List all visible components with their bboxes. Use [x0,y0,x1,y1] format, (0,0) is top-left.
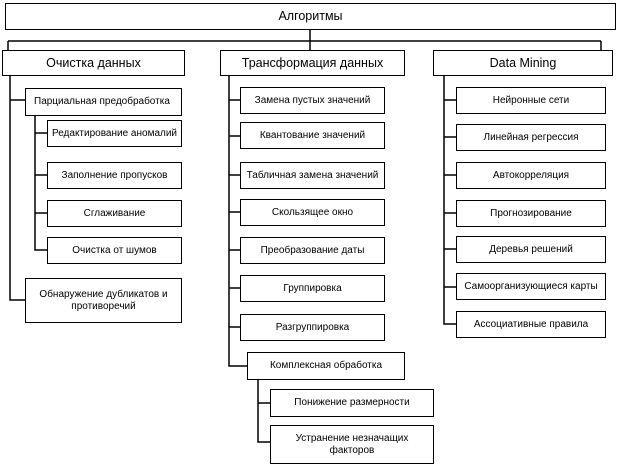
node-table-replacement: Табличная замена значений [240,162,385,189]
node-smoothing: Сглаживание [47,200,182,227]
node-neural-networks: Нейронные сети [456,87,606,114]
root-node: Алгоритмы [5,3,616,30]
category-data-mining: Data Mining [433,50,613,76]
node-ungrouping: Разгруппировка [240,314,385,341]
node-duplicates-detection: Обнаружение дубликатов и противоречий [25,278,182,323]
node-self-organizing-maps: Самоорганизующиеся карты [456,273,606,300]
node-decision-trees: Деревья решений [456,236,606,263]
node-gap-filling: Заполнение пропусков [47,162,182,189]
node-forecasting: Прогнозирование [456,200,606,227]
node-complex-processing: Комплексная обработка [247,352,405,380]
node-factor-elimination: Устранение незначащих факторов [270,425,434,464]
node-anomaly-editing: Редактирование аномалий [47,120,182,147]
node-linear-regression: Линейная регрессия [456,124,606,151]
node-sliding-window: Скользящее окно [240,199,385,226]
node-date-conversion: Преобразование даты [240,237,385,264]
category-data-transformation: Трансформация данных [220,50,405,76]
node-association-rules: Ассоциативные правила [456,311,606,338]
node-dimensionality-reduction: Понижение размерности [270,389,434,417]
node-autocorrelation: Автокорреляция [456,162,606,189]
node-grouping: Группировка [240,275,385,302]
node-value-quantization: Квантование значений [240,122,385,149]
node-partial-preprocessing: Парциальная предобработка [25,88,182,116]
category-data-cleaning: Очистка данных [2,50,185,76]
node-noise-removal: Очистка от шумов [47,237,182,264]
node-replace-empty-values: Замена пустых значений [240,87,385,114]
